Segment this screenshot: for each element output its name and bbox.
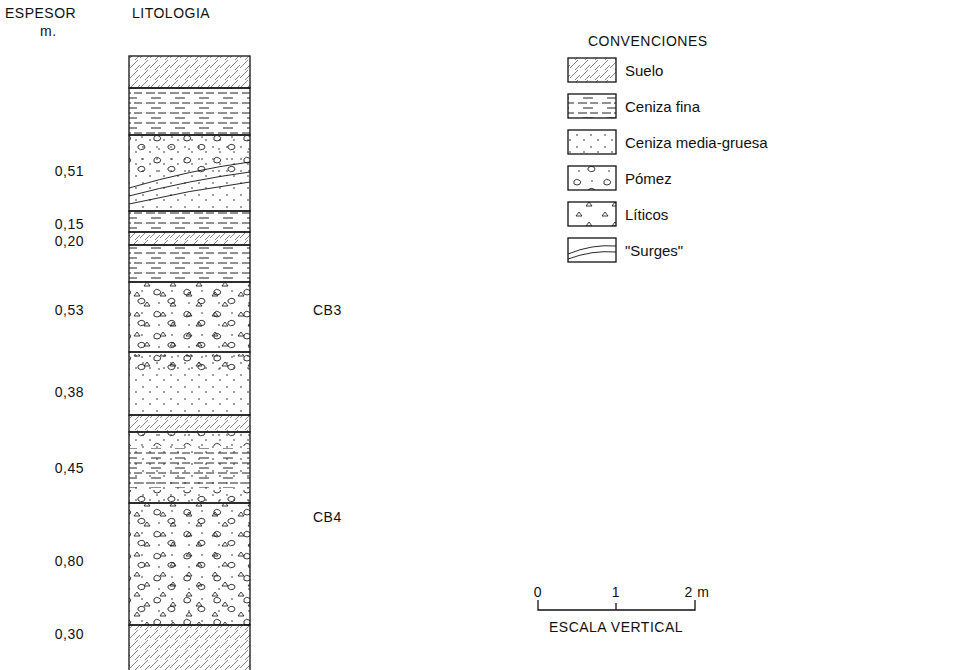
unit-label: m. — [40, 24, 57, 38]
legend-text: Ceniza media-gruesa — [625, 135, 768, 150]
sample-label: CB3 — [313, 303, 342, 317]
thickness-value: 0,15 — [55, 217, 84, 231]
thickness-value: 0,45 — [55, 461, 84, 475]
scale-label: 0 — [534, 585, 542, 599]
scale-label: 2 m — [685, 585, 710, 599]
column-header: ESPESOR — [5, 6, 76, 20]
column-header: LITOLOGIA — [132, 6, 210, 20]
legend-text: Suelo — [625, 63, 663, 78]
thickness-value: 0,80 — [55, 554, 84, 568]
legend-text: Ceniza fina — [625, 99, 700, 114]
thickness-value: 0,53 — [55, 303, 84, 317]
scale-label: ESCALA VERTICAL — [549, 620, 683, 634]
thickness-value: 0,38 — [55, 385, 84, 399]
sample-label: CB4 — [313, 510, 342, 524]
scale-label: 1 — [612, 585, 620, 599]
thickness-value: 0,30 — [55, 627, 84, 641]
legend-text: Líticos — [625, 207, 668, 222]
legend-title: CONVENCIONES — [588, 34, 708, 48]
legend-text: "Surges" — [625, 243, 683, 258]
thickness-value: 0,51 — [55, 164, 84, 178]
thickness-value: 0,20 — [55, 234, 84, 248]
legend-text: Pómez — [625, 171, 672, 186]
